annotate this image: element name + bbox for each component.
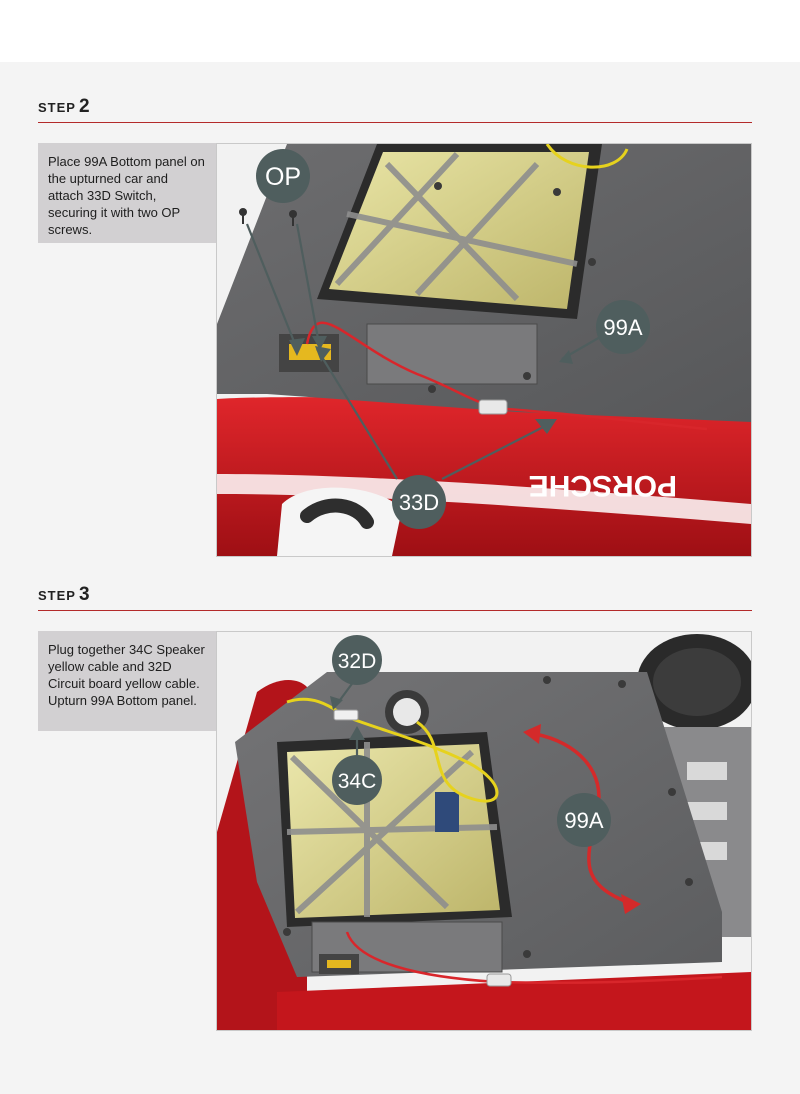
callout-33D-label: 33D bbox=[399, 490, 439, 515]
callout-op-label: OP bbox=[265, 163, 301, 191]
car-body bbox=[277, 972, 751, 1030]
step-2-instruction-text: Place 99A Bottom panel on the upturned c… bbox=[48, 154, 205, 237]
step-word: STEP bbox=[38, 100, 76, 115]
step-2-scene: PORSCHE OP 99A 33D bbox=[217, 144, 751, 556]
callout-33D: 33D bbox=[392, 475, 446, 529]
step-3-instruction-box: Plug together 34C Speaker yellow cable a… bbox=[38, 631, 216, 731]
number-decal bbox=[277, 487, 402, 556]
callout-op: OP bbox=[256, 149, 310, 203]
step-2-illustration: PORSCHE OP 99A 33D bbox=[216, 143, 752, 557]
step-number: 3 bbox=[78, 584, 90, 605]
callout-99A: 99A bbox=[596, 300, 650, 354]
callout-99A-label: 99A bbox=[564, 808, 603, 833]
callout-99A: 99A bbox=[557, 793, 611, 847]
callout-34C-label: 34C bbox=[338, 770, 377, 793]
step-number: 2 bbox=[78, 96, 90, 117]
callout-32D: 32D bbox=[332, 635, 382, 685]
step-3-instruction-text: Plug together 34C Speaker yellow cable a… bbox=[48, 642, 205, 708]
battery-compartment bbox=[329, 152, 589, 309]
step-word: STEP bbox=[38, 588, 76, 603]
step-3-scene: 32D 34C 99A bbox=[217, 632, 751, 1030]
callout-34C: 34C bbox=[332, 755, 382, 805]
callout-32D-label: 32D bbox=[338, 650, 377, 673]
car-lettering: PORSCHE bbox=[529, 469, 677, 502]
page-top-band bbox=[0, 0, 800, 62]
callout-99A-label: 99A bbox=[603, 315, 642, 340]
step-3-illustration: 32D 34C 99A bbox=[216, 631, 752, 1031]
step-2-instruction-box: Place 99A Bottom panel on the upturned c… bbox=[38, 143, 216, 243]
